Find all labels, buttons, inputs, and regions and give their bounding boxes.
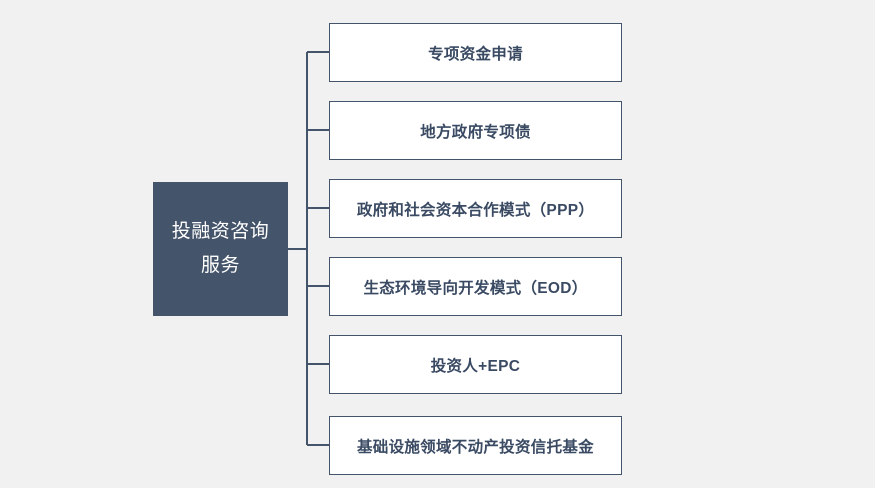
child-node-4-label: 生态环境导向开发模式（EOD） [363,279,588,297]
child-node-1-label: 专项资金申请 [428,45,523,63]
child-node-5[interactable]: 投资人+EPC [329,335,622,394]
child-node-6-label: 基础设施领域不动产投资信托基金 [356,438,594,456]
child-node-6[interactable]: 基础设施领域不动产投资信托基金 [329,416,622,475]
child-node-2-label: 地方政府专项债 [420,123,531,141]
child-node-1[interactable]: 专项资金申请 [329,23,622,82]
child-node-2[interactable]: 地方政府专项债 [329,101,622,160]
child-node-5-label: 投资人+EPC [430,357,521,375]
root-node-label: 投融资咨询 服务 [171,221,270,276]
root-node[interactable]: 投融资咨询 服务 [153,182,288,316]
child-node-4[interactable]: 生态环境导向开发模式（EOD） [329,257,622,316]
child-node-3-label: 政府和社会资本合作模式（PPP） [356,201,595,219]
child-node-3[interactable]: 政府和社会资本合作模式（PPP） [329,179,622,238]
